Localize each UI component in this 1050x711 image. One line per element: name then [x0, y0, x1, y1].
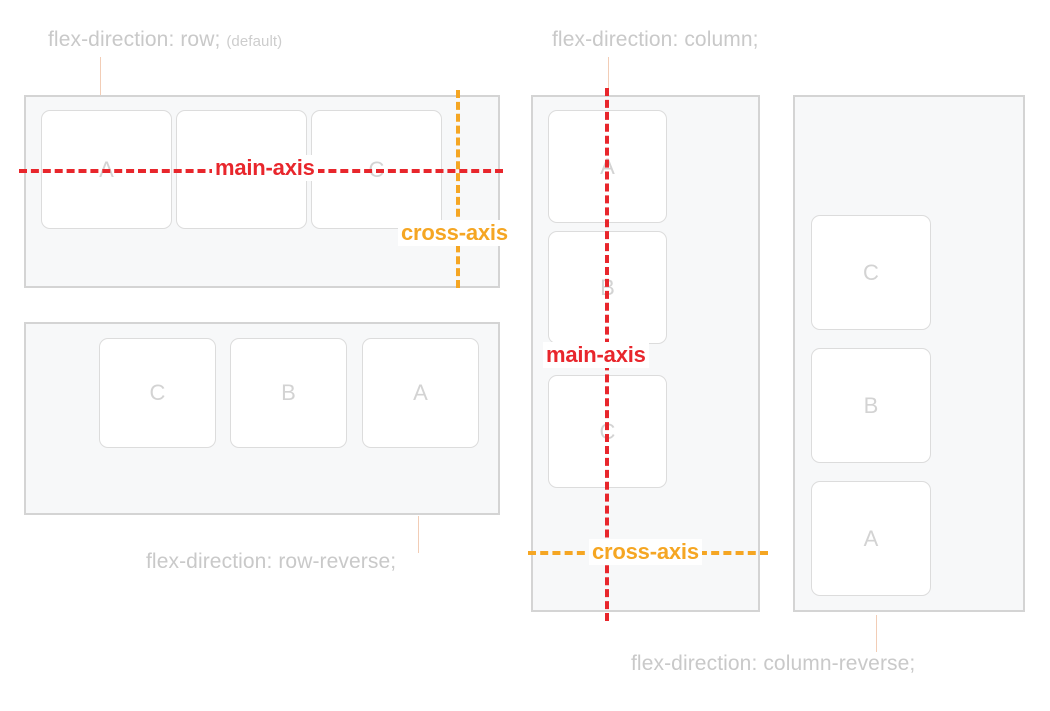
- main-axis-label-column: main-axis: [543, 342, 649, 368]
- caption-row-reverse-text: flex-direction: row-reverse;: [146, 550, 397, 573]
- flex-item-label: A: [413, 380, 428, 405]
- flex-item-label: B: [863, 392, 879, 418]
- caption-flex-direction-row-reverse: flex-direction: row-reverse;: [146, 550, 396, 574]
- flex-item-column-reverse-3[interactable]: A: [811, 481, 931, 596]
- caption-column-reverse-text: flex-direction: column-reverse;: [631, 652, 916, 675]
- flex-item-label: C: [863, 259, 879, 285]
- flex-item-row-reverse-3[interactable]: A: [362, 338, 479, 448]
- caption-flex-direction-column-reverse: flex-direction: column-reverse;: [631, 652, 915, 676]
- flex-item-label: B: [281, 380, 296, 405]
- caption-column-text: flex-direction: column;: [552, 28, 759, 51]
- connector-line-column-reverse: [876, 615, 877, 652]
- flex-item-label: A: [863, 525, 879, 551]
- connector-line-row-reverse: [418, 516, 419, 553]
- caption-row-suffix: (default): [226, 33, 283, 50]
- caption-row-text: flex-direction: row;: [48, 28, 221, 51]
- cross-axis-label-row: cross-axis: [398, 220, 511, 246]
- connector-line-column: [608, 57, 609, 96]
- cross-axis-line-row: [456, 90, 460, 288]
- connector-line-row: [100, 57, 101, 96]
- flex-item-column-reverse-1[interactable]: C: [811, 215, 931, 330]
- caption-flex-direction-row: flex-direction: row; (default): [48, 28, 282, 52]
- flex-item-column-reverse-2[interactable]: B: [811, 348, 931, 463]
- flex-item-row-reverse-1[interactable]: C: [99, 338, 216, 448]
- main-axis-label-row: main-axis: [212, 155, 318, 181]
- flex-item-label: C: [149, 380, 166, 405]
- flex-item-row-reverse-2[interactable]: B: [230, 338, 347, 448]
- caption-flex-direction-column: flex-direction: column;: [552, 28, 759, 52]
- cross-axis-label-column: cross-axis: [589, 539, 702, 565]
